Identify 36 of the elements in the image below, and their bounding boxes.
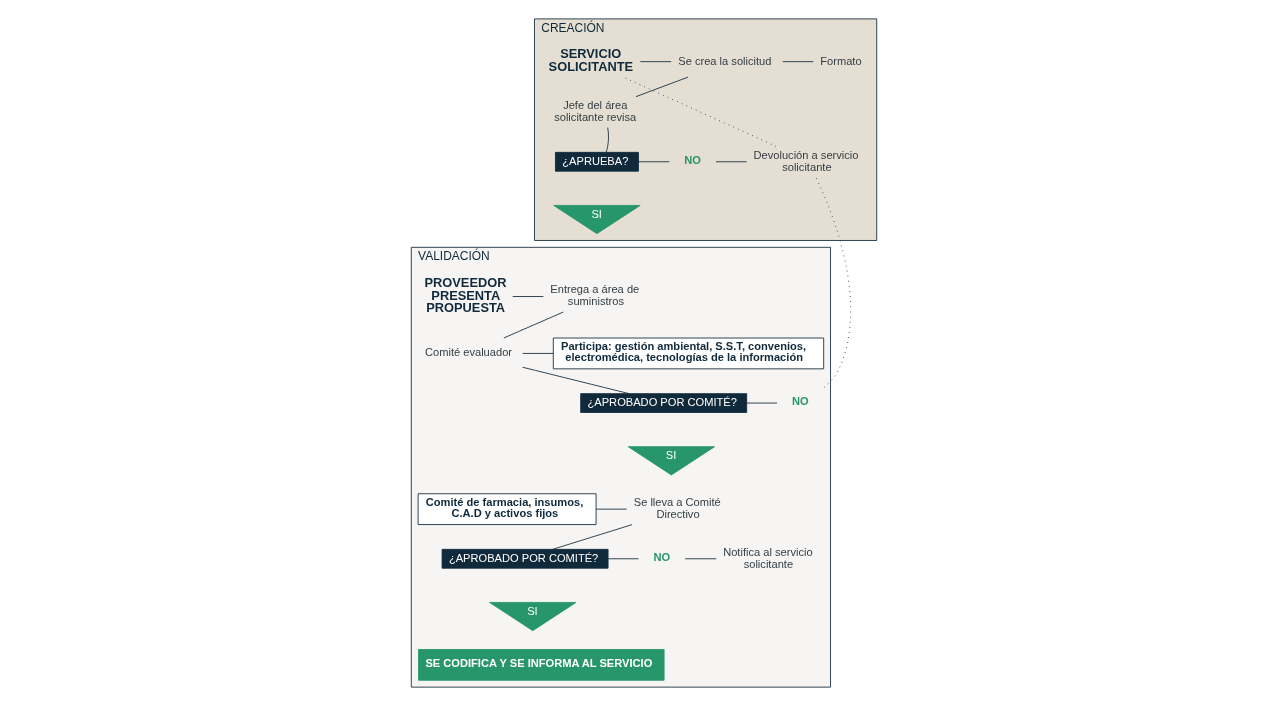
node-text: PROVEEDOR PRESENTA PROPUESTA [424, 274, 507, 316]
node-box: Comité de farmacia, insumos, C.A.D y activos fijos [417, 493, 596, 525]
connector [715, 161, 747, 163]
connector [605, 127, 609, 153]
connector [684, 558, 717, 560]
connector [637, 161, 670, 163]
node-text: NO [683, 153, 701, 166]
node-box: Participa: gestión ambiental, S.S.T, convenios, electromédica, tecnologías de la información [552, 337, 824, 370]
connector [781, 61, 814, 63]
connector [511, 296, 544, 297]
connector [502, 311, 564, 339]
node-text: NO [652, 550, 670, 563]
node-text: NO [791, 395, 809, 408]
connector [595, 508, 627, 510]
node-box: ¿APROBADO POR COMITÉ? [579, 393, 747, 413]
node-text: Se lleva a Comité Directivo [633, 496, 721, 521]
connector [624, 77, 776, 147]
node-text: Formato [819, 54, 862, 67]
connector [635, 76, 688, 98]
node-box: ¿APROBADO POR COMITÉ? [441, 548, 608, 569]
connector [607, 558, 639, 560]
node-text: Se crea la solicitud [677, 54, 771, 67]
node-text: Notifica al servicio solicitante [722, 545, 813, 570]
connector [521, 366, 629, 395]
node-text: Comité evaluador [424, 346, 512, 359]
connector [814, 176, 851, 388]
connector [639, 61, 672, 63]
node-text: Jefe del área solicitante revisa [553, 99, 636, 124]
node-box: SE CODIFICA Y SE INFORMA AL SERVICIO [417, 649, 665, 681]
node-text: SERVICIO SOLICITANTE [548, 46, 633, 75]
connector [551, 524, 632, 550]
node-text: Entrega a área de suministros [549, 283, 639, 308]
node-text: Devolución a servicio solicitante [753, 148, 859, 173]
node-box: ¿APRUEBA? [554, 151, 639, 172]
connector [745, 402, 777, 404]
connector [521, 353, 554, 354]
